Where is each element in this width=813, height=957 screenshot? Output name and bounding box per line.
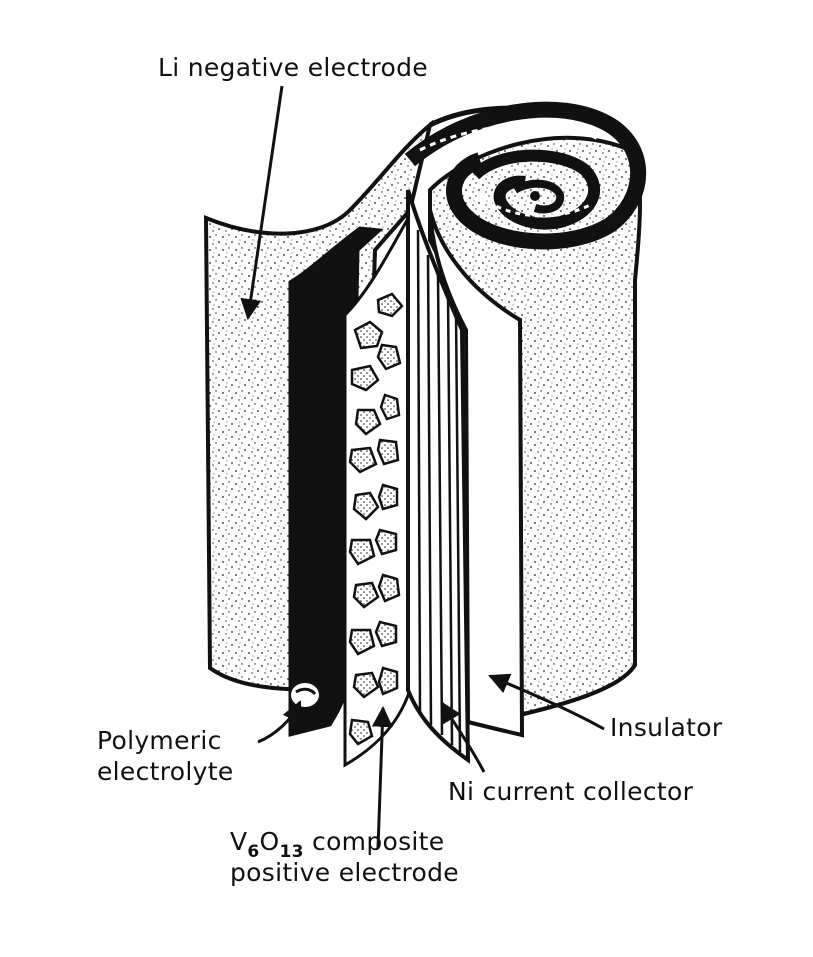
label-v6o13-composite: V6O13 composite positive electrode <box>230 826 459 889</box>
arrow-ni <box>440 701 486 773</box>
spiral-roll-top <box>404 101 647 250</box>
v-subscript: 6 <box>247 842 260 862</box>
v6o13-electrode-layer <box>343 209 412 768</box>
arrow-li-negative <box>240 85 284 321</box>
label-polymeric-line1: Polymeric <box>97 726 222 755</box>
composite-word: composite <box>303 827 445 856</box>
label-li-negative-electrode: Li negative electrode <box>158 53 428 82</box>
o-subscript: 13 <box>279 842 304 862</box>
label-polymeric-line2: electrolyte <box>97 757 234 787</box>
o-symbol: O <box>259 827 280 856</box>
label-insulator: Insulator <box>610 713 723 742</box>
ni-current-collector-layer <box>406 189 471 764</box>
label-v6o13-line1: V6O13 composite <box>230 826 459 862</box>
arrow-polymeric <box>257 700 302 744</box>
v-symbol: V <box>230 827 248 856</box>
arrow-v6o13 <box>371 705 393 849</box>
insulator-layer <box>428 209 525 738</box>
arrow-insulator <box>488 673 605 731</box>
label-v6o13-line2: positive electrode <box>230 858 459 888</box>
label-ni-current-collector: Ni current collector <box>448 777 694 806</box>
label-polymeric-electrolyte: Polymeric electrolyte <box>97 725 234 788</box>
